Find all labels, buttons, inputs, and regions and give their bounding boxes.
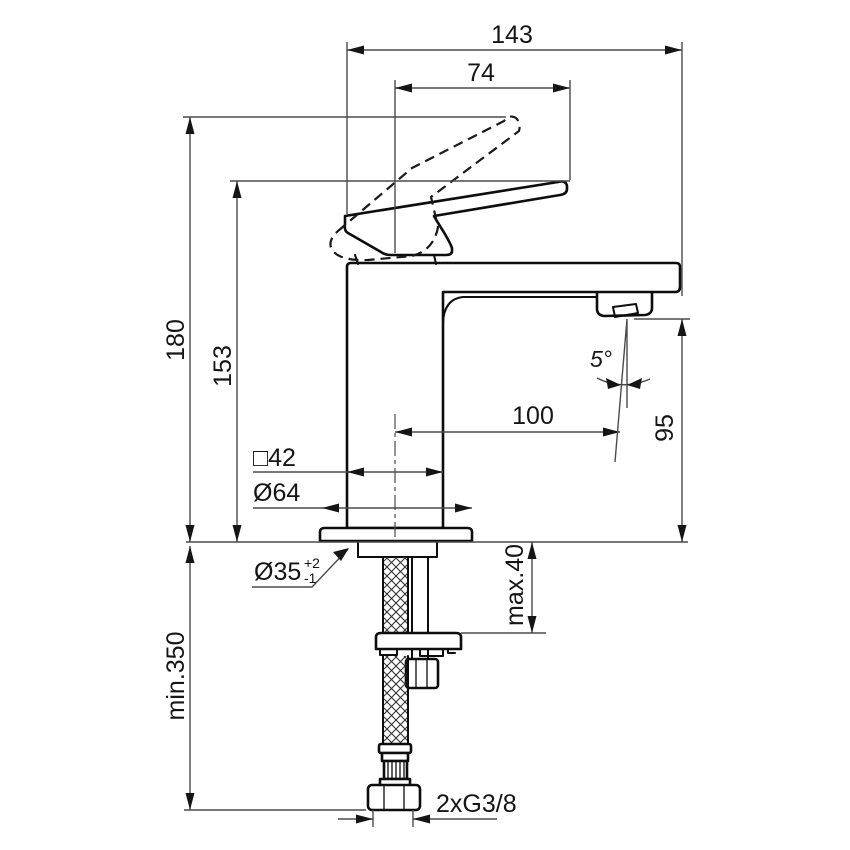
dim-label-d35-tol-minus: -1 — [304, 570, 317, 586]
braided-hose-upper-edges — [382, 556, 409, 635]
label-hole-diameter-35: Ø35 +2 -1 — [252, 548, 349, 588]
mounting-clamp — [374, 631, 463, 651]
dim-label-d64: Ø64 — [253, 479, 300, 507]
dim-label-95: 95 — [651, 414, 679, 442]
dimension-min-clearance-350: min.350 — [162, 546, 366, 811]
mounting-clamp-notches — [379, 648, 456, 657]
dim-label-d35-tol-plus: +2 — [304, 555, 320, 571]
dimension-spout-height-95: 95 — [634, 318, 690, 542]
dimension-height-raised-180: 180 — [162, 116, 506, 542]
handle-lever-solid — [343, 180, 569, 257]
braided-hose-lower — [383, 656, 408, 744]
dimension-total-projection-143: 143 — [346, 21, 683, 296]
dim-label-d35: Ø35 — [254, 558, 301, 586]
dim-label-100: 100 — [512, 402, 554, 430]
dimension-handle-projection-74: 74 — [394, 59, 571, 253]
mounting-shank — [357, 541, 438, 558]
hose-collar — [377, 742, 413, 755]
base-plate — [318, 526, 474, 543]
dimension-max-deck-40: max.40 — [461, 542, 546, 634]
dimension-connection-g38: 2xG3/8 — [338, 790, 517, 827]
dim-label-5deg: 5° — [590, 346, 612, 372]
dim-label-180: 180 — [162, 319, 190, 361]
faucet-outline — [318, 115, 682, 543]
dimension-height-down-153: 153 — [209, 180, 570, 542]
handle-lever-raised-phantom — [329, 115, 521, 262]
hose-end-nut-facets — [383, 786, 405, 809]
aerator-housing — [595, 290, 654, 318]
dim-label-74: 74 — [467, 59, 495, 87]
dimension-base-diameter-64: Ø64 — [253, 479, 472, 513]
braided-hose-lower-edges — [382, 655, 409, 745]
dim-label-min350: min.350 — [162, 632, 190, 721]
dimension-spout-reach-100: 100 — [395, 402, 620, 437]
aerator-screen — [612, 303, 639, 318]
dim-label-sq42: □42 — [253, 444, 296, 472]
faucet-body-spout — [345, 261, 682, 530]
dim-label-max40: max.40 — [501, 544, 529, 626]
stud-nut — [404, 657, 440, 690]
stud-nut-facets — [415, 660, 428, 687]
spout-underside-edge — [442, 296, 598, 324]
dim-label-2xg38: 2xG3/8 — [436, 790, 517, 818]
dim-label-153: 153 — [209, 345, 237, 387]
braided-hose-upper — [383, 557, 408, 634]
hose-knurl-ribs — [387, 762, 405, 778]
hose-end-nut — [366, 783, 422, 812]
dimension-body-square-42: □42 — [253, 444, 443, 477]
dim-label-143: 143 — [491, 21, 533, 49]
dimension-spray-angle-5: 5° — [590, 318, 651, 463]
supply-assembly — [357, 541, 463, 812]
